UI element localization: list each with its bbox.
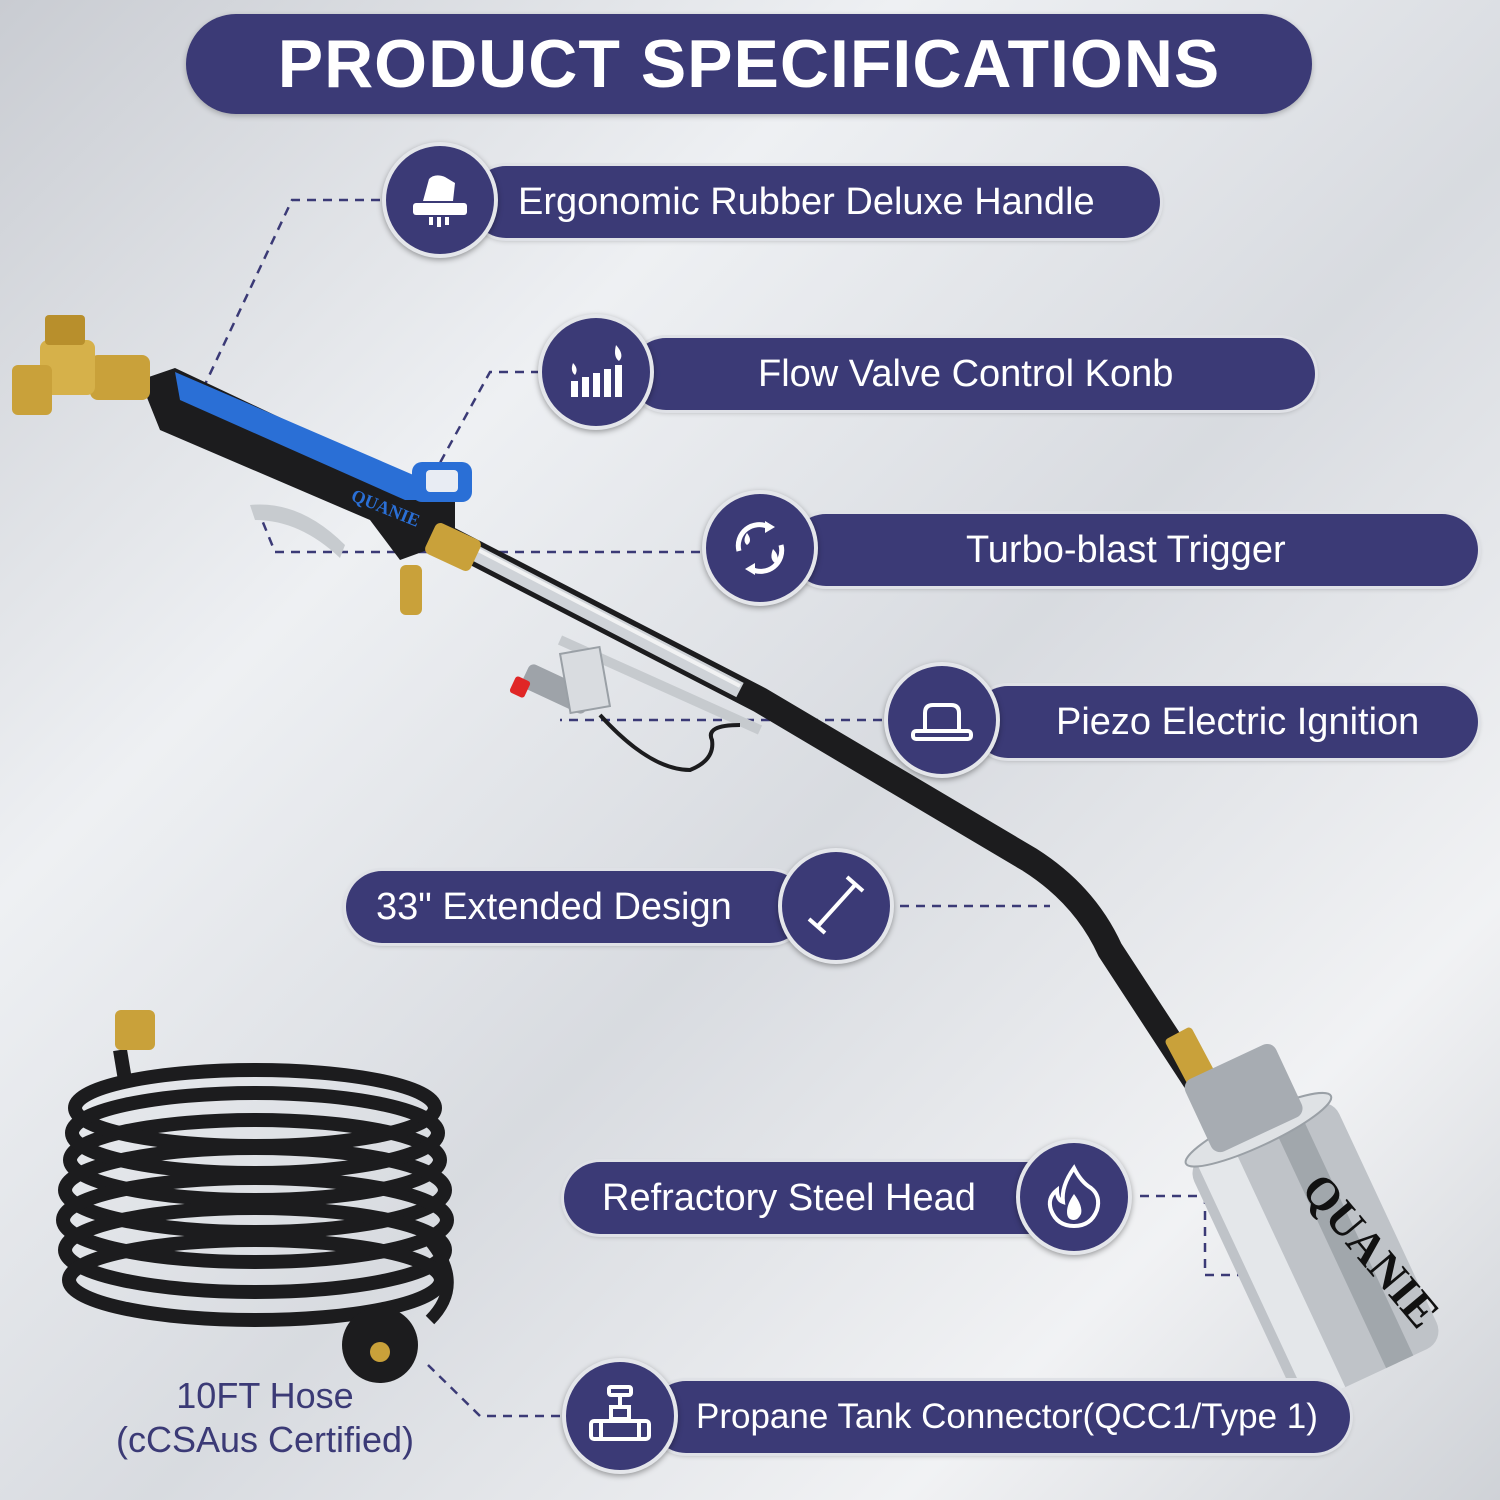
steel-burner-head — [1184, 1043, 1439, 1405]
leader-line-handle — [198, 198, 380, 396]
feature-valve-pill: Flow Valve Control Konb — [630, 338, 1315, 410]
feature-handle-label: Ergonomic Rubber Deluxe Handle — [518, 180, 1095, 223]
feature-connector-pill: Propane Tank Connector(QCC1/Type 1) — [650, 1381, 1350, 1453]
feature-valve-label: Flow Valve Control Konb — [758, 352, 1174, 395]
feature-head-label: Refractory Steel Head — [602, 1176, 976, 1219]
feature-trigger-pill: Turbo-blast Trigger — [790, 514, 1478, 586]
fire-icon — [1016, 1139, 1132, 1255]
feature-head-pill: Refractory Steel Head — [564, 1162, 1064, 1234]
torch-handle — [12, 315, 481, 615]
page-title: PRODUCT SPECIFICATIONS — [186, 14, 1312, 114]
hose-caption: 10FT Hose (cCSAus Certified) — [80, 1374, 450, 1462]
feature-ignition-label: Piezo Electric Ignition — [1056, 700, 1420, 743]
feature-connector-label: Propane Tank Connector(QCC1/Type 1) — [696, 1397, 1318, 1436]
feature-handle-pill: Ergonomic Rubber Deluxe Handle — [470, 166, 1160, 238]
leader-line-connector — [427, 1364, 560, 1418]
hand-grip-icon — [382, 142, 498, 258]
pipe-valve-icon — [562, 1358, 678, 1474]
hose-length-label: 10FT Hose — [176, 1375, 354, 1416]
leader-line-head — [1140, 1194, 1290, 1277]
feature-extension-label: 33" Extended Design — [376, 885, 732, 928]
feature-ignition-pill: Piezo Electric Ignition — [972, 686, 1478, 758]
flame-level-bars-icon — [538, 314, 654, 430]
hose-certification-label: (cCSAus Certified) — [115, 1419, 415, 1460]
length-measure-icon — [778, 848, 894, 964]
hose-brass-fitting — [115, 1010, 155, 1050]
feature-extension-pill: 33" Extended Design — [346, 871, 806, 943]
igniter-button-icon — [884, 662, 1000, 778]
leader-line-trigger — [260, 519, 700, 554]
igniter-red-button — [509, 676, 531, 698]
coiled-hose — [56, 1048, 454, 1327]
steel-tube — [446, 532, 744, 698]
flame-cycle-arrows-icon — [702, 490, 818, 606]
feature-trigger-label: Turbo-blast Trigger — [966, 528, 1286, 571]
leader-line-valve — [434, 370, 540, 471]
wand-tube — [437, 527, 1208, 1093]
